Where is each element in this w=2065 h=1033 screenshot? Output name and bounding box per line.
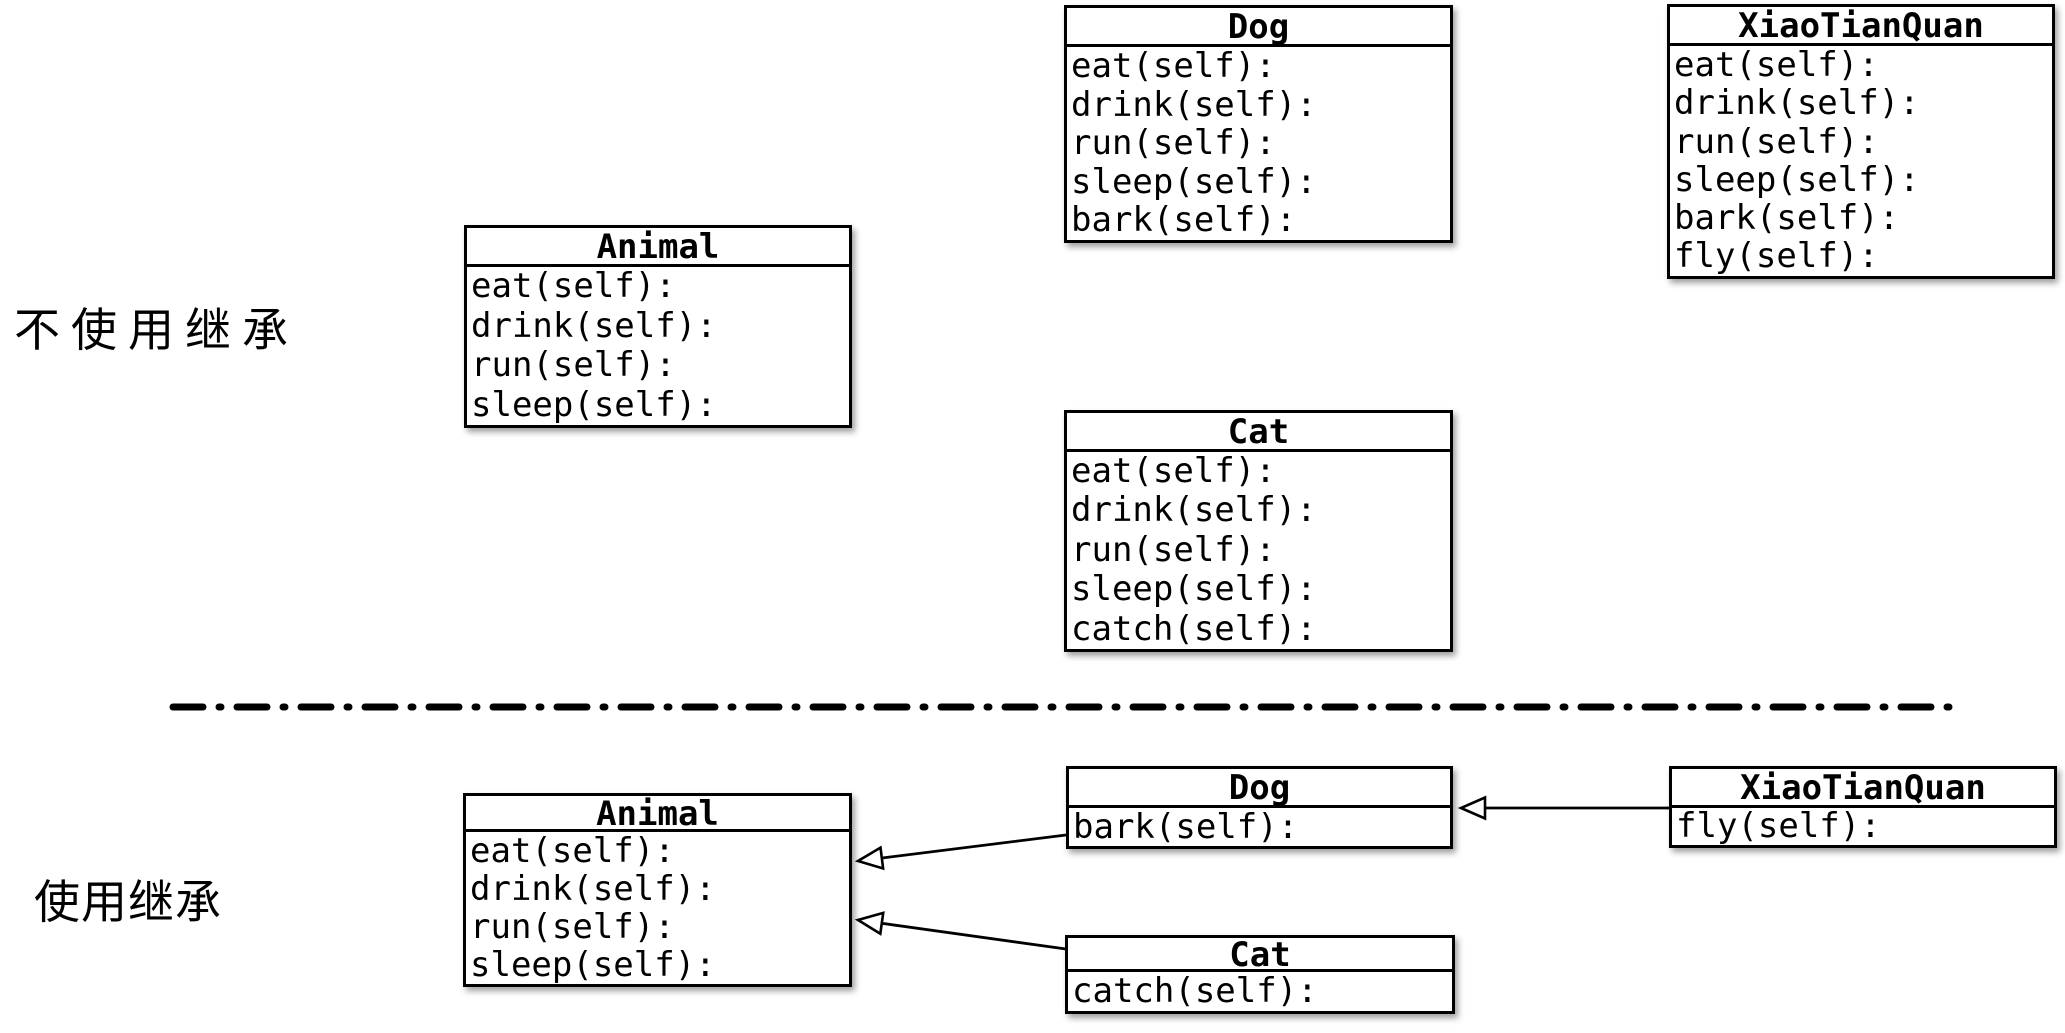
method-label: drink(self): (1071, 490, 1317, 531)
inheritance-arrow-dog-to-animal (854, 833, 1067, 871)
method-label: sleep(self): (1071, 161, 1317, 202)
class-method-list: fly(self): (1672, 808, 2054, 845)
method-label: sleep(self): (1674, 159, 1920, 200)
method-label: eat(self): (1071, 46, 1276, 86)
class-box-cat-top: Cat eat(self):drink(self):run(self):slee… (1064, 410, 1453, 653)
class-method-list: bark(self): (1069, 808, 1450, 846)
class-method-list: eat(self):drink(self):run(self):sleep(se… (1670, 46, 2052, 276)
method-label: run(self): (471, 345, 676, 385)
class-method-list: eat(self):drink(self):run(self):sleep(se… (1067, 451, 1450, 649)
method-label: sleep(self): (470, 945, 716, 985)
class-title: Dog (1069, 769, 1450, 808)
method-label: drink(self): (1071, 84, 1317, 125)
class-box-animal-top: Animal eat(self):drink(self):run(self):s… (464, 225, 852, 428)
method-label: sleep(self): (471, 384, 717, 425)
method-label: fly(self): (1674, 236, 1879, 277)
method-label: sleep(self): (1071, 569, 1317, 610)
class-box-xiaotianquan-top: XiaoTianQuan eat(self):drink(self):run(s… (1667, 4, 2055, 279)
method-label: bark(self): (1674, 198, 1900, 239)
class-box-animal-bottom: Animal eat(self):drink(self):run(self):s… (463, 793, 852, 987)
class-title: Dog (1067, 8, 1450, 47)
section-label-no-inheritance: 不使用继承 (14, 304, 299, 356)
method-label: eat(self): (1071, 451, 1276, 491)
method-label: run(self): (1071, 123, 1276, 164)
class-box-dog-top: Dog eat(self):drink(self):run(self):slee… (1064, 5, 1453, 243)
class-method-list: catch(self): (1068, 972, 1452, 1011)
method-label: drink(self): (471, 305, 717, 346)
method-label: drink(self): (1674, 83, 1920, 124)
class-box-dog-bottom: Dog bark(self): (1066, 766, 1453, 849)
method-label: fly(self): (1676, 806, 1881, 846)
method-label: run(self): (470, 907, 675, 947)
class-box-xiaotianquan-bottom: XiaoTianQuan fly(self): (1669, 766, 2057, 848)
method-label: catch(self): (1071, 608, 1317, 649)
class-title: Animal (466, 796, 849, 832)
section-label-inheritance: 使用继承 (34, 876, 222, 928)
class-title: XiaoTianQuan (1672, 769, 2054, 808)
method-label: run(self): (1071, 529, 1276, 570)
class-method-list: eat(self):drink(self):run(self):sleep(se… (1067, 47, 1450, 240)
method-label: eat(self): (1674, 45, 1879, 85)
method-label: eat(self): (470, 831, 675, 871)
class-title: Animal (467, 228, 849, 267)
method-label: bark(self): (1073, 807, 1299, 847)
inheritance-arrow-cat-to-animal (854, 911, 1067, 951)
method-label: bark(self): (1071, 200, 1297, 241)
method-label: eat(self): (471, 266, 676, 306)
class-box-cat-bottom: Cat catch(self): (1065, 935, 1455, 1014)
method-label: catch(self): (1072, 971, 1318, 1011)
class-title: Cat (1067, 413, 1450, 452)
class-title: XiaoTianQuan (1670, 7, 2052, 46)
class-method-list: eat(self):drink(self):run(self):sleep(se… (467, 266, 849, 425)
method-label: drink(self): (470, 869, 716, 909)
class-method-list: eat(self):drink(self):run(self):sleep(se… (466, 832, 849, 984)
class-title: Cat (1068, 938, 1452, 972)
method-label: run(self): (1674, 121, 1879, 162)
